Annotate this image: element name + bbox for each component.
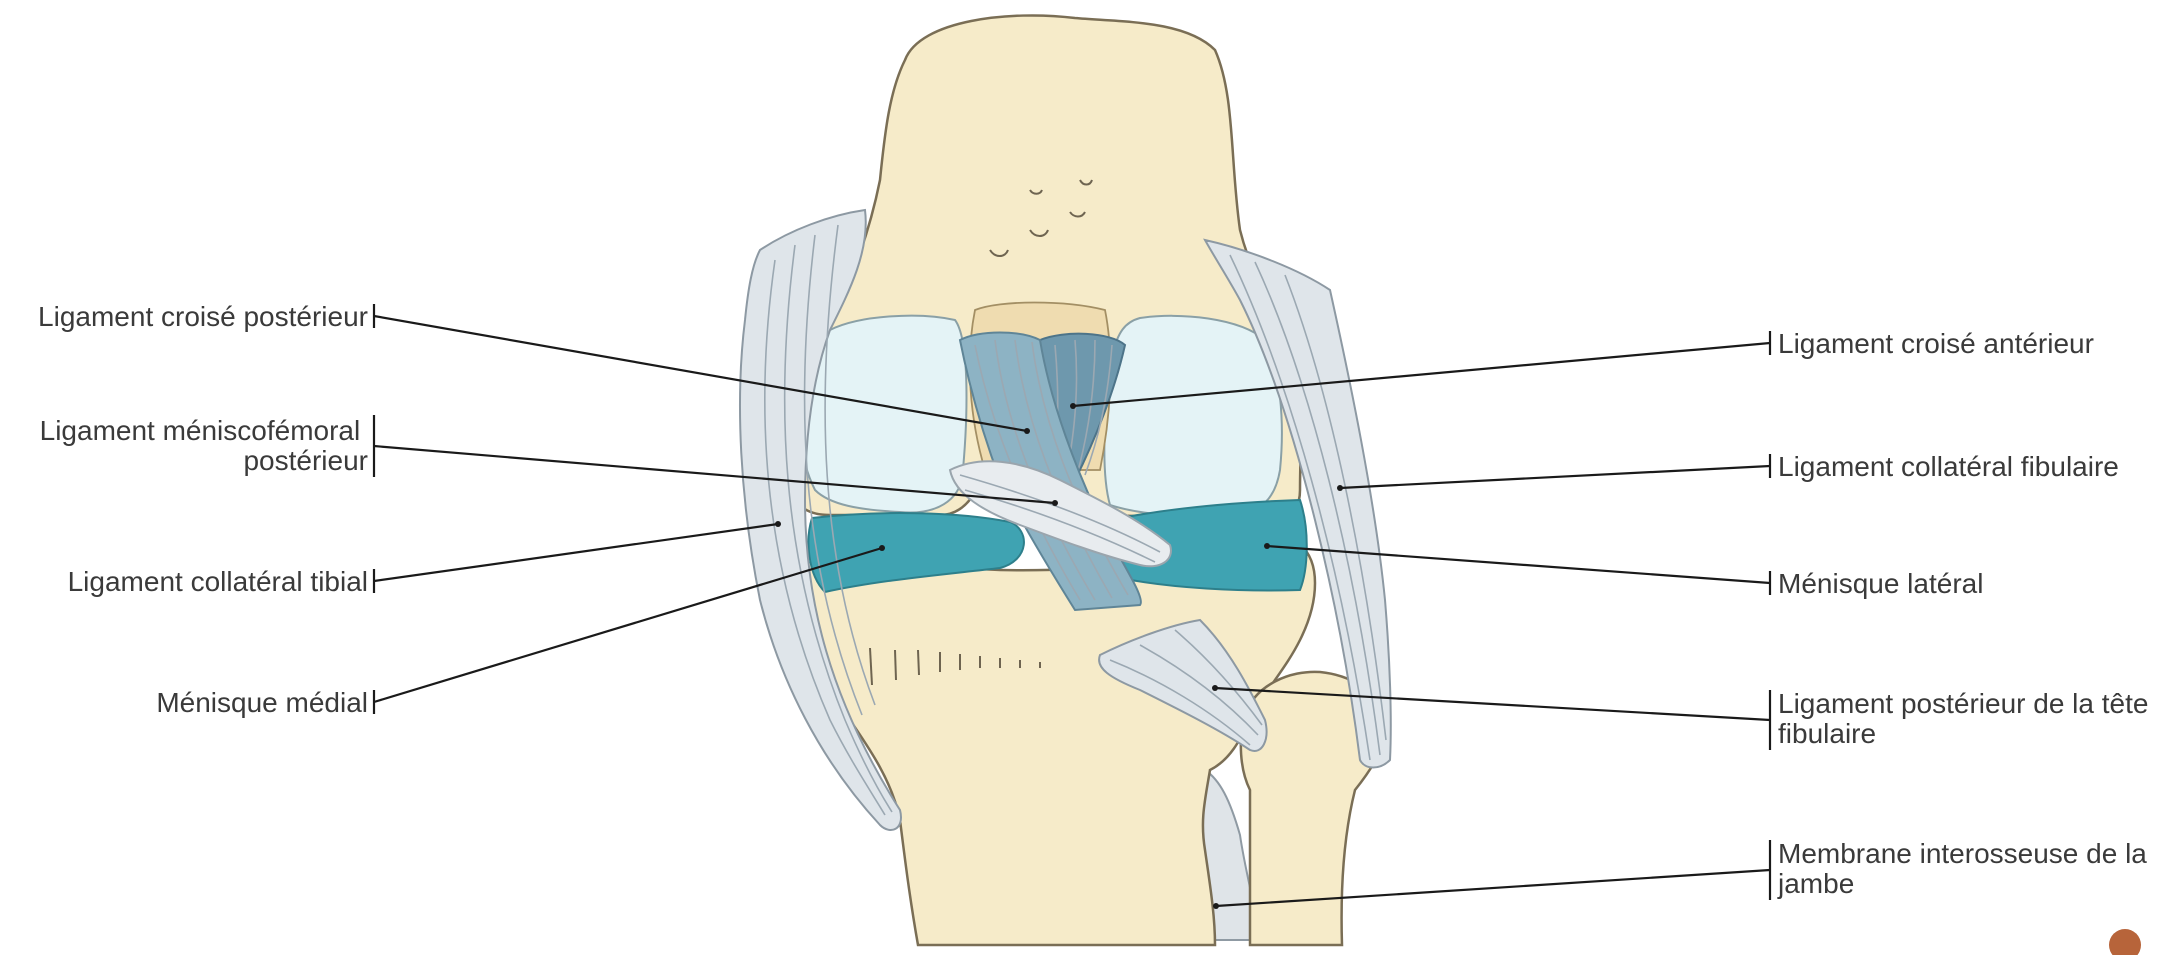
anchor-lateral-meniscus xyxy=(1264,543,1270,549)
label-medial-meniscus: Ménisque médial xyxy=(156,687,368,718)
anchor-posterior-fibular-head xyxy=(1212,685,1218,691)
labels-right: Ligament croisé antérieur Ligament colla… xyxy=(1777,328,2156,899)
anchor-pcl xyxy=(1024,428,1030,434)
anchor-pmfl xyxy=(1052,500,1058,506)
corner-marker-dot xyxy=(2109,929,2141,955)
knee-illustration xyxy=(740,15,2141,955)
anchor-mcl xyxy=(775,521,781,527)
anchor-medial-meniscus xyxy=(879,545,885,551)
label-pcl: Ligament croisé postérieur xyxy=(38,301,368,332)
anchor-lcl xyxy=(1337,485,1343,491)
label-acl: Ligament croisé antérieur xyxy=(1778,328,2094,359)
anchor-acl xyxy=(1070,403,1076,409)
labels-left: Ligament croisé postérieur Ligament méni… xyxy=(38,301,368,718)
label-interosseous-membrane: Membrane interosseuse de la jambe xyxy=(1777,838,2155,899)
lateral-condyle-cartilage xyxy=(1104,316,1282,516)
label-lateral-meniscus: Ménisque latéral xyxy=(1778,568,1983,599)
label-pmfl: Ligament méniscofémoral postérieur xyxy=(40,415,368,476)
anchor-interosseous xyxy=(1213,903,1219,909)
label-posterior-fibular-head-ligament: Ligament postérieur de la tête fibulaire xyxy=(1778,688,2156,749)
leader-lcl xyxy=(1340,466,1770,488)
leader-mcl xyxy=(374,524,778,581)
label-lcl: Ligament collatéral fibulaire xyxy=(1778,451,2119,482)
label-mcl: Ligament collatéral tibial xyxy=(68,566,368,597)
